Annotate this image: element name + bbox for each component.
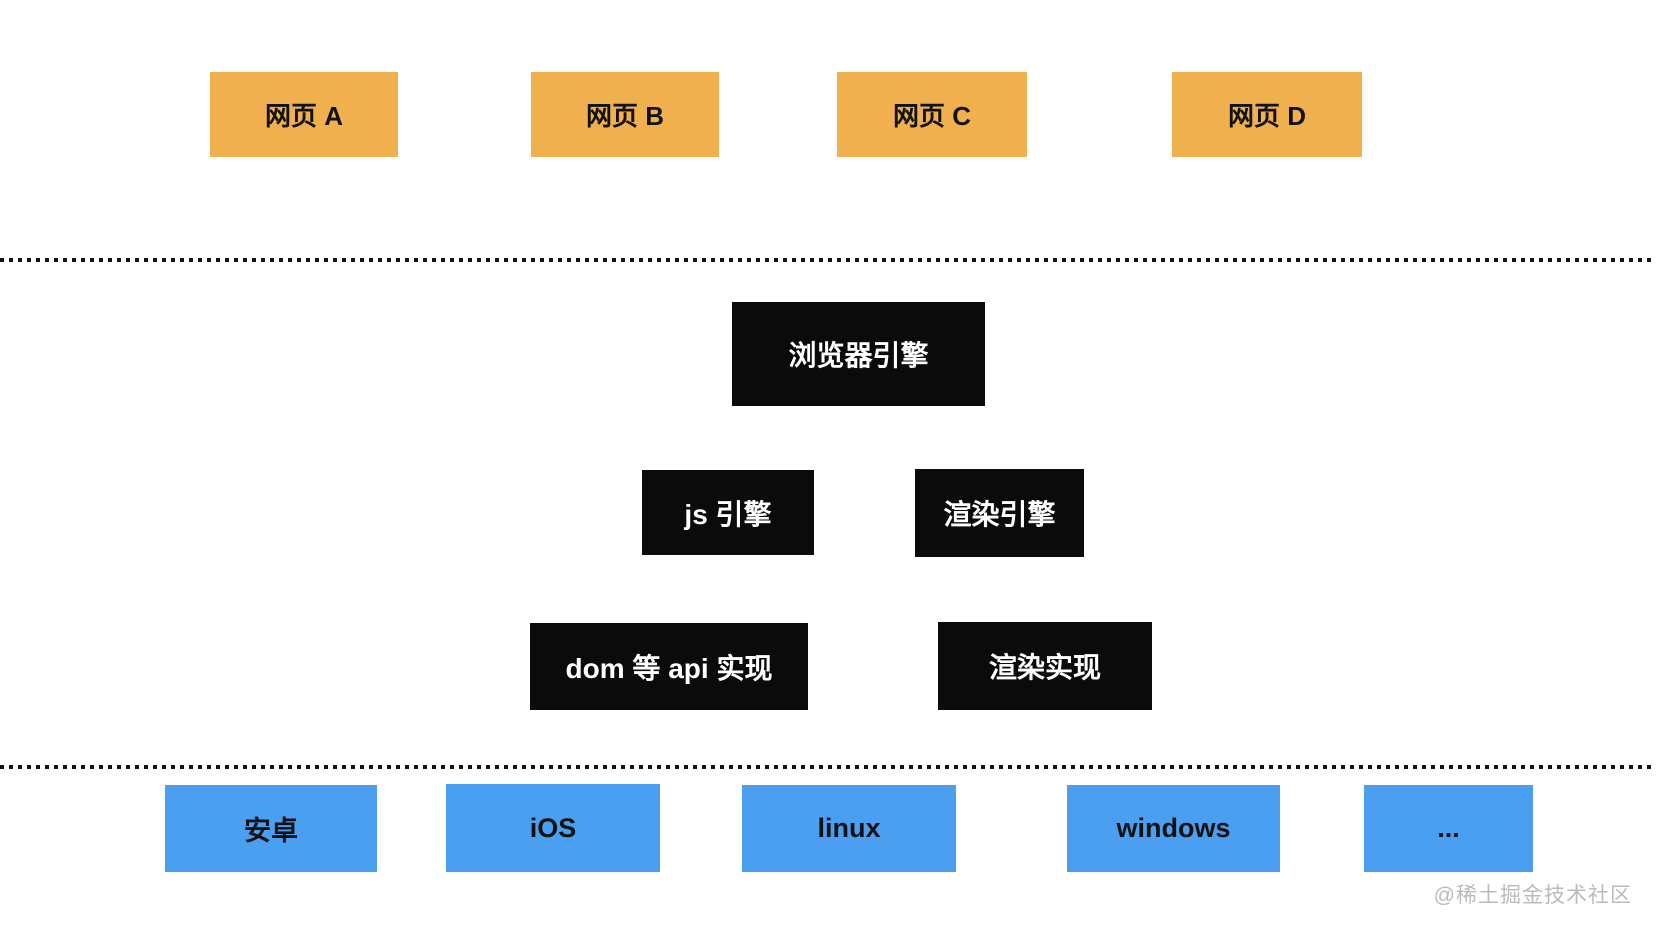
render-engine-box: 渲染引擎	[915, 469, 1084, 557]
browser-engine-box: 浏览器引擎	[732, 302, 985, 406]
platform-linux-box: linux	[742, 785, 956, 872]
dotted-divider-bottom	[0, 765, 1656, 769]
platform-ios-box: iOS	[446, 784, 660, 872]
webpage-b-box: 网页 B	[531, 72, 719, 157]
dotted-divider-top	[0, 258, 1656, 262]
platform-android-box: 安卓	[165, 785, 377, 872]
platform-windows-box: windows	[1067, 785, 1280, 872]
dom-api-impl-box: dom 等 api 实现	[530, 623, 808, 710]
platform-more-box: ...	[1364, 785, 1533, 872]
webpage-a-box: 网页 A	[210, 72, 398, 157]
js-engine-box: js 引擎	[642, 470, 814, 555]
juejin-watermark: @稀土掘金技术社区	[1433, 884, 1632, 907]
render-impl-box: 渲染实现	[938, 622, 1152, 710]
webpage-d-box: 网页 D	[1172, 72, 1362, 157]
webpage-c-box: 网页 C	[837, 72, 1027, 157]
